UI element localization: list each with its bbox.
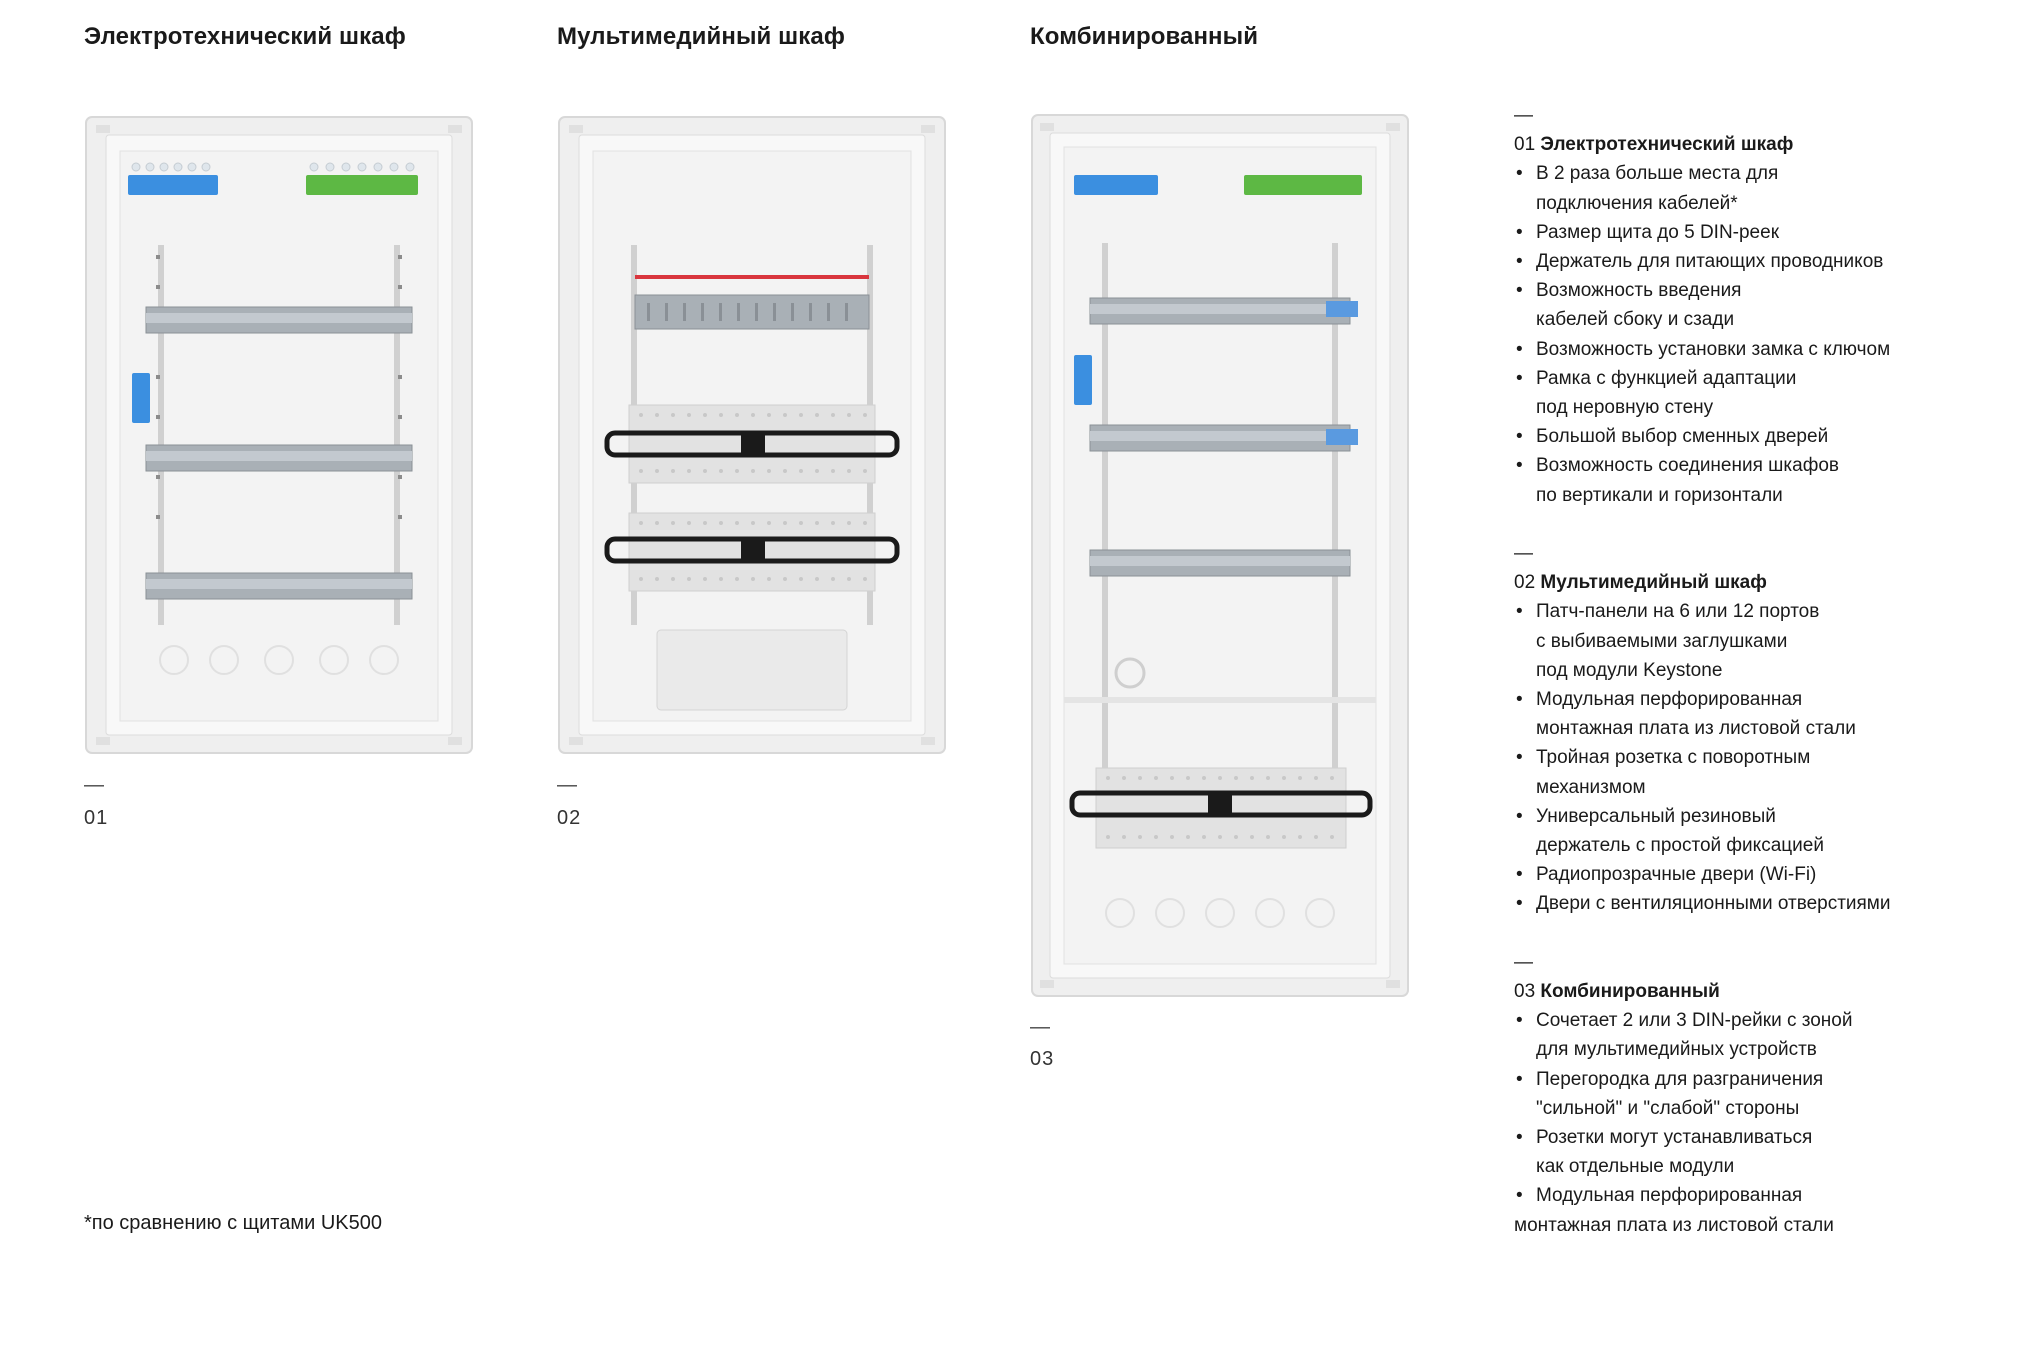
cabinet-02-number: 02 xyxy=(557,807,582,829)
column-title-combined: Комбинированный xyxy=(1030,23,1259,50)
list-item: Тройная розетка с поворотным механизмом xyxy=(1514,743,2014,801)
list-item: Большой выбор сменных дверей xyxy=(1514,422,2014,451)
spec-01-bullets: В 2 раза больше места для подключения каб… xyxy=(1514,159,2014,509)
list-item-text: Патч-панели на 6 или 12 портов xyxy=(1536,601,1820,623)
column-title-multimedia: Мультимедийный шкаф xyxy=(557,23,845,50)
list-item-text: Возможность соединения шкафов xyxy=(1536,455,1839,477)
list-item: Модульная перфорированная xyxy=(1514,1181,2014,1210)
spec-03-number: 03 xyxy=(1514,981,1536,1003)
spec-03-dash: — xyxy=(1514,951,1533,973)
list-item-text: Рамка с функцией адаптации xyxy=(1536,367,1797,389)
list-item: В 2 раза больше места для подключения каб… xyxy=(1514,159,2014,217)
spec-02-title: 02 Мультимедийный шкаф xyxy=(1514,568,2014,597)
list-item-text: Модульная перфорированная xyxy=(1536,689,1803,711)
spec-01-number: 01 xyxy=(1514,134,1536,156)
cabinet-03-number: 03 xyxy=(1030,1048,1055,1070)
list-item: Двери с вентиляционными отверстиями xyxy=(1514,889,2014,918)
list-item-text: Возможность введения xyxy=(1536,280,1742,302)
list-item: Возможность введения кабелей сбоку и сзад… xyxy=(1514,276,2014,334)
list-item-text: Двери с вентиляционными отверстиями xyxy=(1536,893,1891,915)
combined-cabinet-image xyxy=(1030,113,1410,998)
list-item: Возможность соединения шкафов по вертикал… xyxy=(1514,451,2014,509)
list-item: Модульная перфорированная монтажная плата… xyxy=(1514,685,2014,743)
list-item: Радиопрозрачные двери (Wi-Fi) xyxy=(1514,860,2014,889)
list-item-text: Держатель для питающих проводников xyxy=(1536,251,1884,272)
list-item-text: Сочетает 2 или 3 DIN-рейки с зоной xyxy=(1536,1010,1853,1032)
spec-03-heading: Комбинированный xyxy=(1540,981,1720,1003)
list-item-text: Универсальный резиновый xyxy=(1536,805,1776,827)
spec-01-title: 01 Электротехнический шкаф xyxy=(1514,130,2014,159)
list-item-text: монтажная плата из листовой стали xyxy=(1536,718,1856,740)
list-item-text: кабелей сбоку и сзади xyxy=(1536,309,1735,331)
list-item-text: как отдельные модули xyxy=(1536,1156,1735,1178)
spec-03-trailing-line: монтажная плата из листовой стали xyxy=(1514,1214,1834,1236)
cabinet-01-dash: — xyxy=(84,774,104,796)
list-item: Универсальный резиновый держатель с прост… xyxy=(1514,802,2014,860)
list-item-text: "сильной" и "слабой" стороны xyxy=(1536,1097,1800,1119)
list-item-text: механизмом xyxy=(1536,776,1646,798)
spec-01-dash: — xyxy=(1514,105,1533,126)
list-item-text: Размер щита до 5 DIN-реек xyxy=(1536,221,1780,243)
spec-01-heading: Электротехнический шкаф xyxy=(1540,134,1794,156)
list-item-text: В 2 раза больше места для xyxy=(1536,163,1779,185)
list-item-text: с выбиваемыми заглушками xyxy=(1536,630,1788,652)
specs-list: — 01 Электротехнический шкаф В 2 раза бо… xyxy=(1514,101,2014,1240)
column-title-electrical: Электротехнический шкаф xyxy=(84,23,406,50)
list-item-text: Возможность установки замка с ключом xyxy=(1536,338,1891,360)
spec-02-number: 02 xyxy=(1514,572,1536,594)
list-item-text: Перегородка для разграничения xyxy=(1536,1068,1824,1090)
list-item: Размер щита до 5 DIN-реек xyxy=(1514,218,2014,247)
list-item-text: Модульная перфорированная xyxy=(1536,1185,1803,1207)
spec-02-heading: Мультимедийный шкаф xyxy=(1540,572,1767,594)
list-item-text: Розетки могут устанавливаться xyxy=(1536,1127,1813,1149)
list-item-text: Радиопрозрачные двери (Wi-Fi) xyxy=(1536,864,1817,886)
list-item: Держатель для питающих проводников xyxy=(1514,247,2014,276)
footnote: *по сравнению с щитами UK500 xyxy=(84,1212,382,1234)
spec-02-dash: — xyxy=(1514,543,1533,565)
list-item-text: для мультимедийных устройств xyxy=(1536,1039,1817,1061)
cabinet-03-dash: — xyxy=(1030,1016,1050,1038)
list-item: Перегородка для разграничения "сильной" и… xyxy=(1514,1065,2014,1123)
list-item-text: Тройная розетка с поворотным xyxy=(1536,747,1811,769)
spec-02-bullets: Патч-панели на 6 или 12 портов с выбиваем… xyxy=(1514,597,2014,918)
list-item: Сочетает 2 или 3 DIN-рейки с зоной для му… xyxy=(1514,1006,2014,1064)
electrical-cabinet-image xyxy=(84,115,474,755)
spec-03-title: 03 Комбинированный xyxy=(1514,977,2014,1006)
list-item-text: под модули Keystone xyxy=(1536,659,1723,681)
list-item-text: под неровную стену xyxy=(1536,397,1714,419)
list-item-text: подключения кабелей* xyxy=(1536,192,1738,214)
list-item: Патч-панели на 6 или 12 портов с выбиваем… xyxy=(1514,597,2014,685)
list-item-text: Большой выбор сменных дверей xyxy=(1536,426,1829,448)
list-item: Розетки могут устанавливаться как отдельн… xyxy=(1514,1123,2014,1181)
list-item-text: держатель с простой фиксацией xyxy=(1536,835,1824,857)
multimedia-cabinet-image xyxy=(557,115,947,755)
spec-03-bullets: Сочетает 2 или 3 DIN-рейки с зоной для му… xyxy=(1514,1006,2014,1211)
list-item: Рамка с функцией адаптации под неровную с… xyxy=(1514,364,2014,422)
list-item: Возможность установки замка с ключом xyxy=(1514,335,2014,364)
list-item-text: по вертикали и горизонтали xyxy=(1536,484,1783,506)
cabinet-01-number: 01 xyxy=(84,807,109,829)
cabinet-02-dash: — xyxy=(557,774,577,796)
